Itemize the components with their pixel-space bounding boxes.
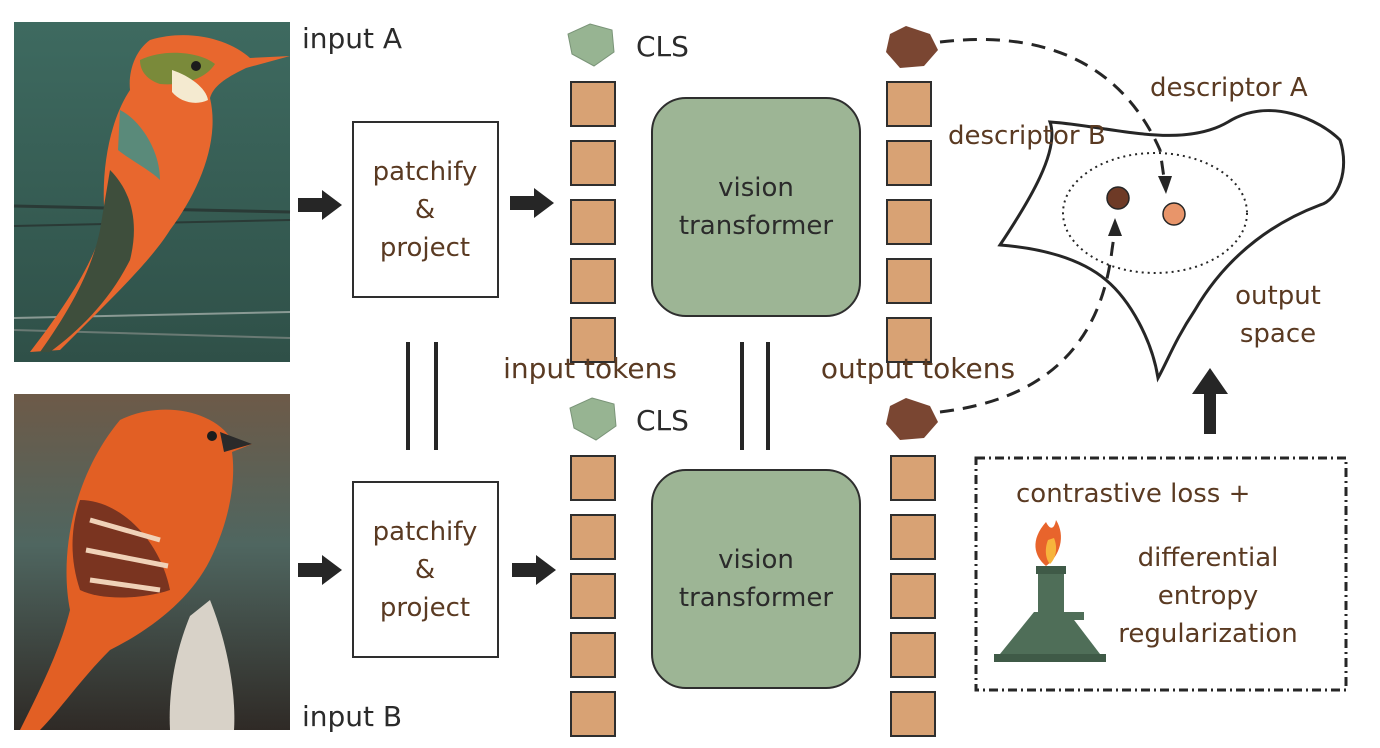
descriptor-a-point [1162, 202, 1186, 226]
svg-text:project: project [380, 593, 470, 623]
svg-text:transformer: transformer [679, 583, 833, 613]
token [570, 317, 616, 363]
vision-transformer-a: vision transformer [651, 97, 861, 317]
input-image-a [13, 22, 291, 362]
patchify-box-b: patchify & project [352, 481, 499, 658]
dashed-connector-b [939, 235, 1116, 414]
svg-text:patchify: patchify [373, 157, 478, 187]
cls-label-b: CLS [636, 404, 689, 437]
token [886, 258, 932, 304]
bunsen-burner-icon [994, 520, 1106, 662]
loss-label-line2: differential [1138, 543, 1279, 573]
input-tokens-label: input tokens [503, 352, 677, 385]
cls-token-input-a [567, 23, 615, 67]
token [570, 632, 616, 678]
token [890, 573, 936, 619]
svg-text:vision: vision [718, 545, 794, 575]
patchify-box-a: patchify & project [352, 121, 499, 298]
arrow-image-b-to-patchify [298, 555, 342, 585]
token [570, 81, 616, 127]
arrow-patchify-b-to-tokens [512, 555, 556, 585]
token [570, 258, 616, 304]
svg-text:&: & [415, 555, 435, 585]
output-tokens-label: output tokens [821, 352, 1015, 385]
loss-label-line1: contrastive loss + [1016, 479, 1250, 509]
input-b-label: input B [302, 700, 402, 733]
output-token-column-b [890, 455, 936, 737]
svg-text:vision: vision [718, 173, 794, 203]
descriptor-b-label: descriptor B [948, 121, 1106, 151]
cls-label-a: CLS [636, 30, 689, 63]
loss-label-line4: regularization [1118, 619, 1298, 649]
arrow-loss-to-output-space [1192, 368, 1228, 434]
token [570, 514, 616, 560]
token [890, 514, 936, 560]
arrowhead-descriptor-a [1158, 176, 1172, 194]
arrow-patchify-a-to-tokens [510, 188, 554, 218]
cls-token-output-a [886, 26, 938, 68]
token [890, 455, 936, 501]
input-a-label: input A [302, 22, 402, 55]
descriptor-a-label: descriptor A [1150, 73, 1308, 103]
shared-weights-bars-transformer [740, 342, 770, 450]
dashed-connector-a [939, 38, 1166, 179]
cls-token-output-b [886, 398, 938, 440]
svg-text:&: & [415, 195, 435, 225]
token [890, 691, 936, 737]
token [570, 140, 616, 186]
token [886, 317, 932, 363]
svg-text:transformer: transformer [679, 211, 833, 241]
output-space-label-line1: output [1235, 281, 1321, 311]
token [570, 455, 616, 501]
cls-token-input-b [569, 397, 617, 441]
arrow-image-a-to-patchify [298, 190, 342, 220]
token [886, 199, 932, 245]
token [886, 81, 932, 127]
svg-text:patchify: patchify [373, 517, 478, 547]
token [570, 573, 616, 619]
token [890, 632, 936, 678]
svg-text:project: project [380, 233, 470, 263]
output-space-label-line2: space [1240, 319, 1316, 349]
input-token-column-a [570, 81, 616, 363]
vision-transformer-b: vision transformer [651, 469, 861, 689]
input-image-b [14, 394, 290, 730]
input-token-column-b [570, 455, 616, 737]
arrowhead-descriptor-b [1108, 218, 1122, 236]
token [570, 199, 616, 245]
loss-label-line3: entropy [1158, 581, 1259, 611]
output-token-column-a [886, 81, 932, 363]
token [570, 691, 616, 737]
token [886, 140, 932, 186]
shared-weights-bars-patchify [406, 342, 438, 450]
descriptor-b-point [1106, 186, 1130, 210]
output-space-surface [997, 109, 1345, 383]
